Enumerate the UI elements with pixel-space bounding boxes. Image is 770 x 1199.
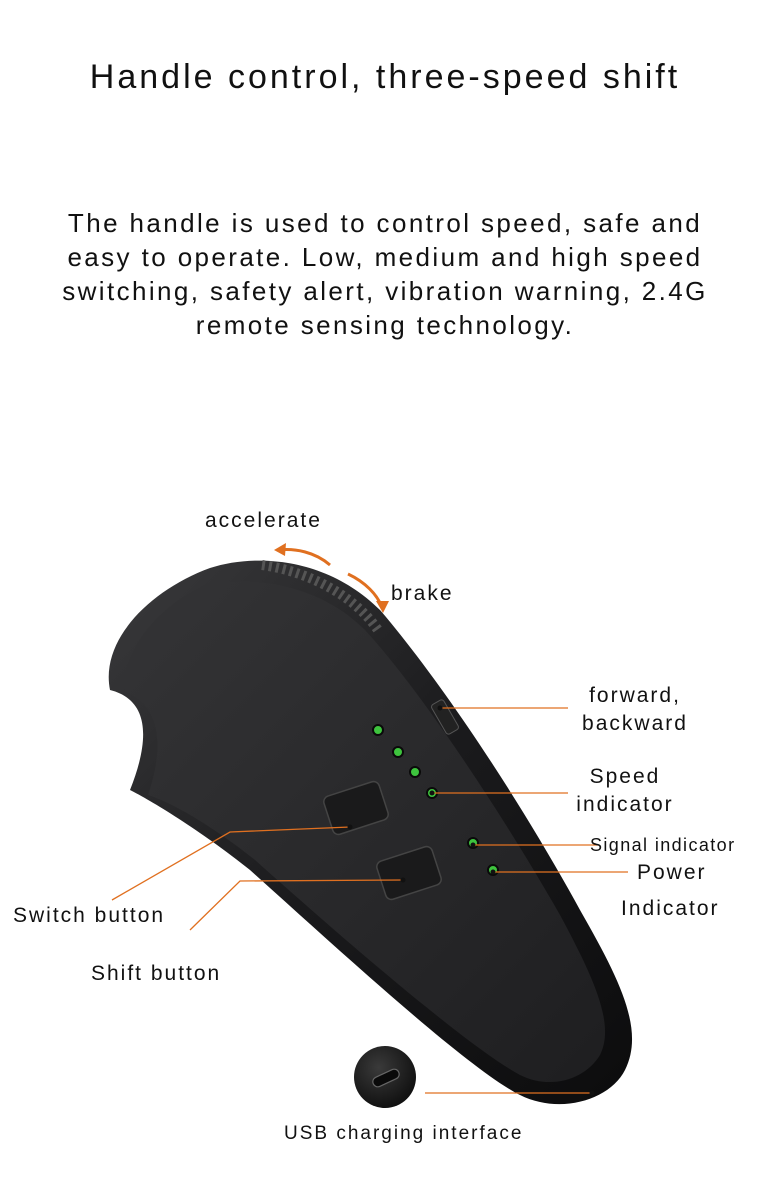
brake-label: brake (391, 582, 454, 605)
throttle-wheel (261, 560, 383, 633)
switch-button-label: Switch button (13, 904, 166, 927)
speed-led-3 (409, 766, 421, 778)
forward-backward-line2: backward (582, 712, 688, 735)
shift-button-label: Shift button (91, 962, 222, 985)
usb-port-icon (354, 1046, 416, 1108)
forward-backward-label: forward, backward (570, 682, 700, 738)
product-description: The handle is used to control speed, saf… (62, 208, 708, 340)
speed-indicator-label: Speed indicator (560, 763, 690, 819)
forward-backward-line1: forward, (589, 684, 681, 707)
leader-dots (347, 705, 595, 1096)
speed-indicator-line2: indicator (576, 793, 674, 816)
shift-button-shape (376, 845, 442, 901)
page-title: Handle control, three-speed shift (89, 58, 681, 96)
speed-led-1 (372, 724, 384, 736)
remote-handle-device (108, 560, 633, 1105)
accelerate-label: accelerate (205, 509, 322, 532)
speed-led-2 (392, 746, 404, 758)
usb-charging-label: USB charging interface (284, 1123, 524, 1144)
power-indicator-label: Indicator (621, 897, 720, 920)
signal-indicator-label: Signal indicator (590, 835, 736, 855)
power-label: Power (637, 861, 707, 884)
leader-lines (111, 707, 628, 1094)
switch-button-shape (323, 780, 389, 836)
speed-indicator-line1: Speed (589, 765, 661, 788)
